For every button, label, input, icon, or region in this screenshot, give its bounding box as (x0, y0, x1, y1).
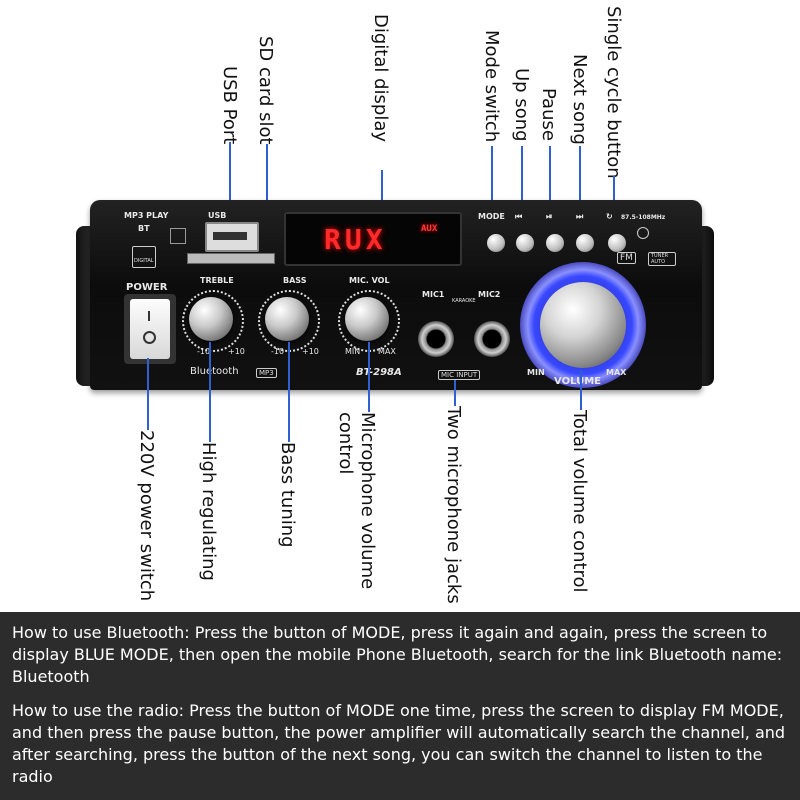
label-total-volume-control: Total volume control (569, 410, 590, 593)
mic-vol-text: MIC. VOL (349, 276, 390, 285)
volume-min-text: MIN (527, 368, 545, 377)
next-song-button[interactable] (576, 234, 594, 252)
digital-display: RUX AUX (284, 212, 462, 266)
leader-total-volume (580, 370, 582, 410)
usb-port-opening (213, 232, 247, 240)
mic1-text: MIC1 (422, 290, 445, 299)
karaoke-text: KARAOKE (452, 298, 476, 304)
mic2-jack[interactable] (474, 321, 510, 357)
label-pause: Pause (538, 88, 559, 141)
sd-icon (170, 228, 186, 244)
mic-input-badge: MIC INPUT (438, 370, 481, 380)
bass-min: -10 (271, 347, 285, 356)
mic1-jack[interactable] (418, 321, 454, 357)
instructions-panel: How to use Bluetooth: Press the button o… (0, 612, 800, 800)
band-text: 87.5-108MHz (621, 214, 666, 221)
label-next-song: Next song (569, 54, 590, 145)
leader-up-song (521, 146, 523, 236)
product-photo: USB Port SD card slot Digital display Mo… (76, 6, 714, 604)
treble-max: +10 (228, 347, 245, 356)
mp3-play-text: MP3 PLAY (124, 211, 169, 220)
master-volume-knob[interactable] (540, 282, 626, 368)
digital-logo: DIGITAL (132, 246, 156, 268)
label-bass-tuning: Bass tuning (277, 442, 298, 548)
mic2-text: MIC2 (478, 290, 501, 299)
leader-mic-volume (368, 342, 370, 412)
label-up-song: Up song (511, 68, 532, 142)
radio-instructions: How to use the radio: Press the button o… (12, 701, 786, 786)
power-on-mark (148, 311, 150, 321)
label-high-regulating: High regulating (198, 442, 219, 581)
volume-text: VOLUME (554, 376, 601, 387)
power-text: POWER (126, 282, 168, 293)
fm-badge: FM (617, 252, 636, 264)
ir-sensor-icon (637, 227, 649, 239)
label-mic-volume-control: Microphone volume control (335, 412, 378, 590)
mic-vol-min: MIN (345, 347, 361, 356)
tuner-auto-badge: TUNER AUTO (648, 252, 676, 266)
model-text: BT-298A (356, 367, 402, 378)
pause-button[interactable] (546, 234, 564, 252)
label-digital-display: Digital display (370, 14, 391, 143)
mode-button[interactable] (487, 234, 505, 252)
label-two-mic-jacks: Two microphone jacks (443, 406, 464, 604)
treble-scale (182, 290, 244, 352)
mic-volume-knob[interactable] (345, 297, 389, 341)
label-single-cycle-button: Single cycle button (603, 6, 624, 179)
power-off-mark (143, 331, 156, 344)
usb-text: USB (208, 211, 227, 220)
leader-digital-display (381, 170, 383, 214)
usb-port[interactable] (205, 222, 259, 252)
treble-text: TREBLE (200, 276, 234, 285)
leader-next-song (579, 146, 581, 236)
bass-knob[interactable] (265, 297, 309, 341)
leader-sd-card-slot (266, 144, 268, 254)
label-power-switch: 220V power switch (136, 430, 157, 602)
treble-knob[interactable] (189, 297, 233, 341)
label-sd-card-slot: SD card slot (255, 36, 276, 145)
leader-mode-switch (491, 146, 493, 236)
label-usb-port: USB Port (219, 66, 240, 145)
bluetooth-instructions: How to use Bluetooth: Press the button o… (12, 623, 783, 686)
treble-min: -10 (197, 347, 211, 356)
display-aux-text: AUX (421, 224, 438, 234)
bt-text: BT (138, 224, 150, 233)
mic-vol-max: MAX (378, 347, 396, 356)
leader-mic-jacks (454, 380, 456, 406)
leader-bass-tuning (288, 342, 290, 442)
next-icon: ⏭ (576, 212, 584, 221)
mp3-badge: MP3 (256, 368, 277, 378)
leader-pause (549, 146, 551, 236)
mode-text: MODE (478, 212, 505, 221)
up-song-button[interactable] (516, 234, 534, 252)
label-mode-switch: Mode switch (481, 30, 502, 143)
cycle-icon: ↻ (606, 212, 613, 221)
leader-high-regulating (209, 342, 211, 442)
bass-text: BASS (283, 276, 307, 285)
display-main-text: RUX (324, 223, 387, 256)
leader-power-switch (147, 358, 149, 430)
play-pause-icon: ⏯ (546, 212, 553, 221)
sd-card-slot[interactable] (187, 253, 275, 264)
prev-icon: ⏮ (515, 212, 523, 221)
bluetooth-text: Bluetooth (190, 366, 239, 377)
power-switch[interactable] (130, 299, 170, 359)
bass-max: +10 (302, 347, 319, 356)
digital-text: DIGITAL (134, 258, 154, 264)
single-cycle-button[interactable] (608, 234, 626, 252)
leader-usb-port (229, 142, 231, 230)
volume-max-text: MAX (606, 368, 627, 377)
